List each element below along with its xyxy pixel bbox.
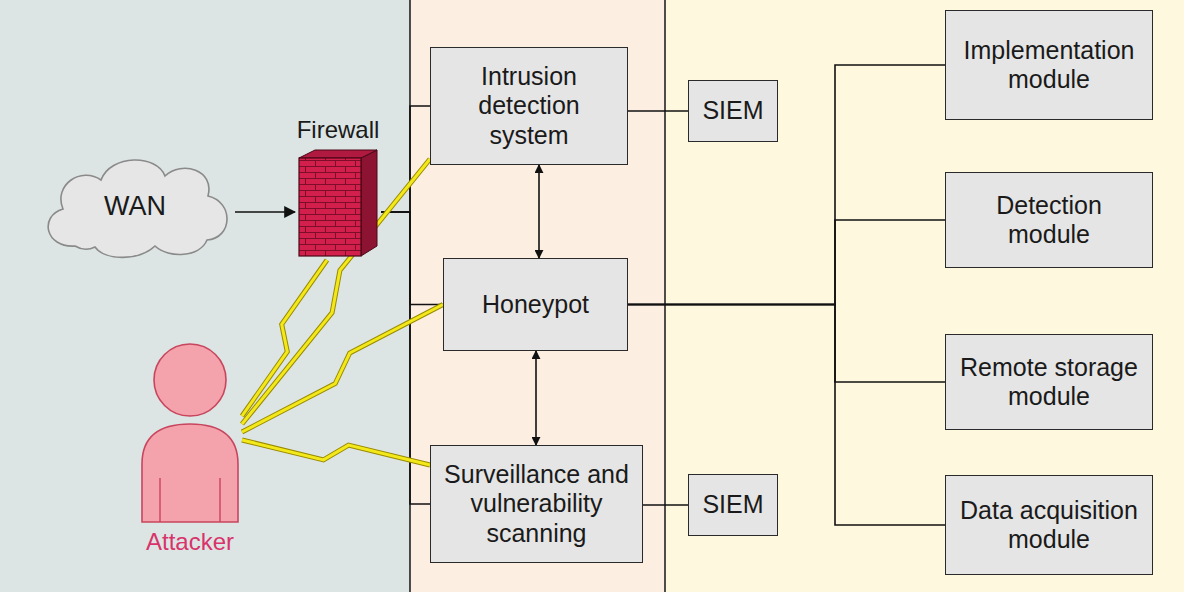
node-label: Remote storage module [954, 353, 1144, 412]
network-band [0, 0, 410, 592]
connector [628, 305, 945, 526]
siem-box: SIEM [688, 474, 778, 536]
node-label: Firewall [295, 116, 381, 144]
node-label: Surveillance and vulnerability scanning [439, 460, 634, 549]
lightning-bolt [242, 305, 443, 433]
node-label: Implementation module [954, 36, 1144, 95]
connector [235, 212, 295, 213]
connector [628, 305, 945, 383]
connector [381, 106, 430, 212]
attacker-figure: Attacker [138, 338, 242, 556]
node-label: SIEM [702, 490, 763, 520]
connector [628, 111, 688, 112]
connector [628, 65, 945, 305]
node-label: Honeypot [482, 290, 589, 320]
node-label: Attacker [138, 528, 242, 556]
firewall-icon: Firewall [295, 116, 381, 260]
node-label: Data acquisition module [954, 496, 1144, 555]
node-label: WAN [104, 191, 166, 222]
node-label: Intrusion detection system [439, 62, 619, 151]
connector [643, 505, 688, 506]
siem-box: SIEM [688, 80, 778, 142]
sensor-band [410, 0, 665, 592]
module-box: Detection module [945, 172, 1153, 268]
band-divider [664, 0, 666, 592]
process-box: Surveillance and vulnerability scanning [430, 445, 643, 563]
node-label: SIEM [702, 96, 763, 126]
connector [628, 220, 945, 305]
connector [539, 165, 540, 258]
process-box: Honeypot [443, 258, 628, 351]
connector [536, 351, 537, 445]
person-figure [138, 338, 242, 524]
connector [381, 212, 443, 305]
node-label: Detection module [954, 191, 1144, 250]
module-band [665, 0, 1184, 592]
wan-cloud: WAN [35, 150, 235, 262]
module-box: Data acquisition module [945, 475, 1153, 575]
module-box: Implementation module [945, 10, 1153, 120]
lightning-bolt [242, 440, 430, 465]
brick-wall [295, 148, 381, 260]
module-box: Remote storage module [945, 334, 1153, 430]
process-box: Intrusion detection system [430, 47, 628, 165]
